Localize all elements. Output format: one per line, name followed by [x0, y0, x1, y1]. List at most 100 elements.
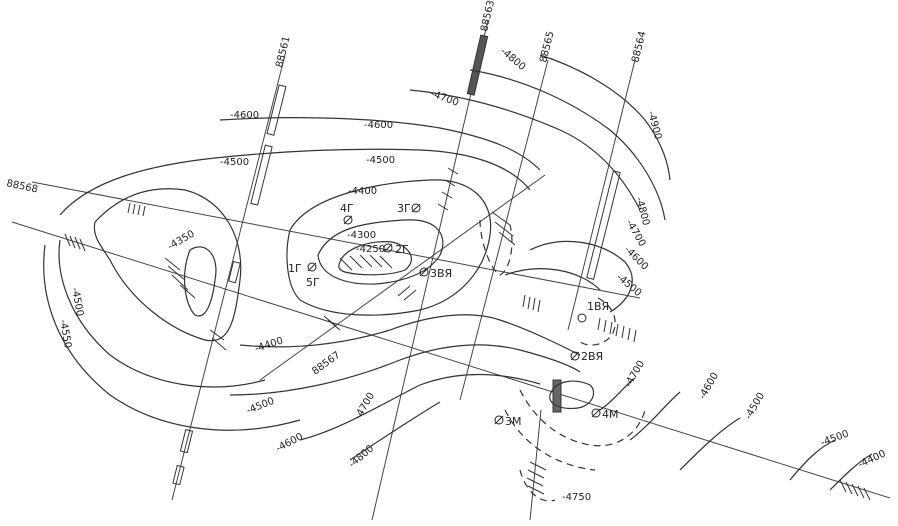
- contour-4600-main: [219, 117, 541, 171]
- profile-ticks: [64, 202, 871, 501]
- svg-text:4Г: 4Г: [340, 202, 354, 215]
- profile-line-88568: [31, 181, 641, 299]
- well-5g: 5Г: [306, 276, 320, 289]
- profile-line-88563: [371, 19, 489, 521]
- well-4g: 4Г: [340, 202, 354, 225]
- hatch-88561-bottom: [179, 428, 194, 454]
- contour-label: -4600: [622, 244, 650, 272]
- hatch-88563-top: [466, 34, 489, 96]
- contour-east-4600: [529, 240, 633, 313]
- contour-label: -4500: [220, 157, 249, 168]
- contour-label: -4600: [230, 110, 259, 121]
- dashed-contours: [479, 219, 646, 502]
- profile-line-88564: [567, 59, 636, 331]
- contour-label: -4800: [347, 443, 376, 470]
- contour-label: -4500: [366, 155, 395, 166]
- contour-e-4500: [789, 439, 836, 481]
- contour-label: -4500: [743, 391, 767, 422]
- contour-south-4700: [299, 373, 541, 441]
- svg-text:1ВЯ: 1ВЯ: [587, 300, 609, 313]
- fault-hatching: [164, 167, 547, 495]
- profile-line-88565: [459, 59, 549, 401]
- hatch-88561-bottom2: [172, 464, 185, 486]
- contour-label: -4500: [614, 272, 643, 299]
- svg-text:3М: 3М: [505, 415, 522, 428]
- contour-label: -4550: [57, 319, 73, 350]
- contour-label: -4500: [245, 396, 276, 417]
- profile-label-88568: 88568: [5, 178, 38, 195]
- contour-value-labels: -4350 -4250 -4300 -4400 -4500 -4600 -460…: [57, 46, 888, 503]
- contour-label: -4700: [353, 391, 377, 422]
- hatch-88564-top: [586, 170, 621, 280]
- hatch-88565-mid: [552, 379, 562, 413]
- contour-west-4500: [58, 239, 266, 388]
- contour-label: -4700: [623, 359, 647, 390]
- contour-se-4700: [599, 377, 636, 411]
- contour-label: -4500: [69, 287, 85, 318]
- well-3m: 3М: [494, 415, 522, 428]
- svg-text:2ВЯ: 2ВЯ: [581, 350, 603, 363]
- profile-label-88561: 88561: [274, 35, 292, 69]
- contour-e-4400: [829, 453, 873, 491]
- well-marker-icon: [383, 243, 393, 253]
- well-marker-icon: [494, 415, 504, 425]
- contour-4500-main: [59, 148, 531, 216]
- well-marker-icon: [307, 262, 317, 272]
- contour-4300: [317, 219, 444, 285]
- contour-south-4500: [239, 314, 581, 356]
- contour-4400-center: [286, 179, 492, 316]
- contour-se-4500: [679, 417, 741, 471]
- hatch-88561-low: [228, 260, 241, 284]
- svg-text:4М: 4М: [602, 408, 619, 421]
- contour-4700-main: [409, 89, 641, 211]
- profile-line-88561: [171, 54, 286, 501]
- contour-label: -4400: [254, 335, 285, 354]
- contour-4350: [184, 246, 217, 317]
- contour-lines: [43, 54, 873, 491]
- hatch-88561-top: [266, 84, 287, 136]
- contour-south-4800: [349, 401, 441, 461]
- well-1g: 1Г: [288, 262, 317, 275]
- contour-label: -4400: [348, 186, 377, 197]
- profile-label-88567: 88567: [310, 350, 342, 378]
- profile-hatching: [172, 34, 621, 486]
- contour-label: -4600: [274, 431, 305, 454]
- dashed-contour-south: [519, 389, 646, 447]
- contour-4900-main: [539, 54, 671, 181]
- contour-south-4600: [229, 344, 581, 396]
- contour-4400-west: [93, 188, 242, 342]
- well-2vya: 2ВЯ: [570, 350, 603, 363]
- well-marker-icon: [577, 313, 587, 323]
- contour-west-4550: [43, 244, 301, 431]
- svg-text:5Г: 5Г: [306, 276, 320, 289]
- dashed-contour-4750: [519, 469, 556, 502]
- well-2g: 2Г: [383, 243, 409, 256]
- contour-label: -4600: [364, 120, 393, 131]
- profile-line-88568-b: [11, 221, 891, 499]
- well-marker-icon: [343, 215, 353, 225]
- contour-label: -4250: [356, 244, 385, 255]
- contour-east-4500: [504, 268, 601, 291]
- contour-label: -4400: [857, 448, 888, 470]
- svg-text:2Г: 2Г: [395, 243, 409, 256]
- contour-4250: [338, 241, 412, 276]
- well-1vya: 1ВЯ: [577, 300, 609, 323]
- svg-text:3ВЯ: 3ВЯ: [430, 267, 452, 280]
- hatch-88561-mid: [250, 144, 273, 206]
- contour-label: -4500: [819, 429, 850, 449]
- well-marker-icon: [591, 408, 601, 418]
- svg-text:3Г: 3Г: [397, 202, 411, 215]
- well-3vya: 3ВЯ: [419, 267, 452, 280]
- well-marker-icon: [570, 351, 580, 361]
- well-4m: 4М: [591, 408, 619, 421]
- dashed-contour-ridge: [479, 219, 513, 276]
- contour-label: -4800: [498, 46, 527, 73]
- contour-4ma: [549, 380, 595, 410]
- contour-label: -4900: [645, 110, 663, 141]
- dashed-contour-southeast: [504, 409, 596, 471]
- contour-4800-main: [469, 69, 666, 221]
- svg-text:1Г: 1Г: [288, 262, 302, 275]
- well-marker-icon: [419, 267, 429, 277]
- contour-se-4600: [629, 391, 681, 441]
